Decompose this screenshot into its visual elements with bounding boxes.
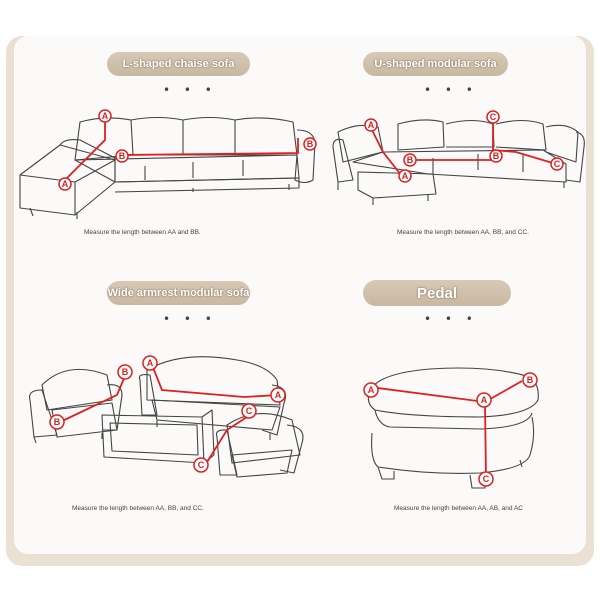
svg-text:A: A	[481, 395, 488, 405]
section-caption: Measure the length between AA, BB, and C…	[72, 505, 204, 512]
u-shaped-sofa-illustration: A A B B C C	[332, 110, 585, 205]
section-caption: Measure the length between AA and BB.	[84, 229, 201, 236]
section-title-l-shaped: L-shaped chaise sofa	[107, 52, 250, 76]
svg-text:B: B	[119, 151, 126, 161]
svg-text:A: A	[368, 385, 375, 395]
section-dots: • • •	[163, 83, 217, 97]
section-title-u-shaped: U-shaped modular sofa	[363, 52, 508, 76]
l-shaped-sofa-illustration: A A B B	[19, 109, 317, 219]
svg-text:A: A	[102, 111, 109, 121]
marker-a-bottom	[58, 177, 72, 191]
svg-text:C: C	[554, 159, 561, 169]
section-dots: • • •	[424, 83, 478, 97]
section-caption: Measure the length between AA, BB, and C…	[397, 229, 529, 236]
section-title-wide-armrest: Wide armrest modular sofa	[107, 281, 250, 305]
svg-text:A: A	[147, 358, 154, 368]
svg-text:B: B	[54, 417, 61, 427]
marker-a-top	[98, 109, 112, 123]
svg-text:B: B	[307, 139, 314, 149]
marker-b-right	[303, 137, 317, 151]
marker-b-left	[115, 149, 129, 163]
svg-text:C: C	[483, 474, 490, 484]
svg-text:B: B	[122, 367, 129, 377]
svg-text:A: A	[402, 171, 409, 181]
svg-text:C: C	[490, 112, 497, 122]
wide-armrest-sofa-illustration: B B A A C C	[28, 355, 304, 478]
svg-text:B: B	[527, 375, 534, 385]
svg-text:C: C	[198, 460, 205, 470]
svg-text:B: B	[407, 155, 414, 165]
section-title-pedal: Pedal	[363, 280, 511, 306]
pedal-illustration: A A B C	[363, 367, 539, 489]
section-caption: Measure the length between AA, AB, and A…	[394, 505, 524, 512]
section-dots: • • •	[163, 312, 217, 326]
section-dots: • • •	[424, 312, 478, 326]
svg-text:A: A	[62, 179, 69, 189]
svg-text:A: A	[368, 120, 375, 130]
svg-text:C: C	[246, 406, 253, 416]
svg-text:A: A	[275, 390, 282, 400]
svg-text:B: B	[493, 151, 500, 161]
